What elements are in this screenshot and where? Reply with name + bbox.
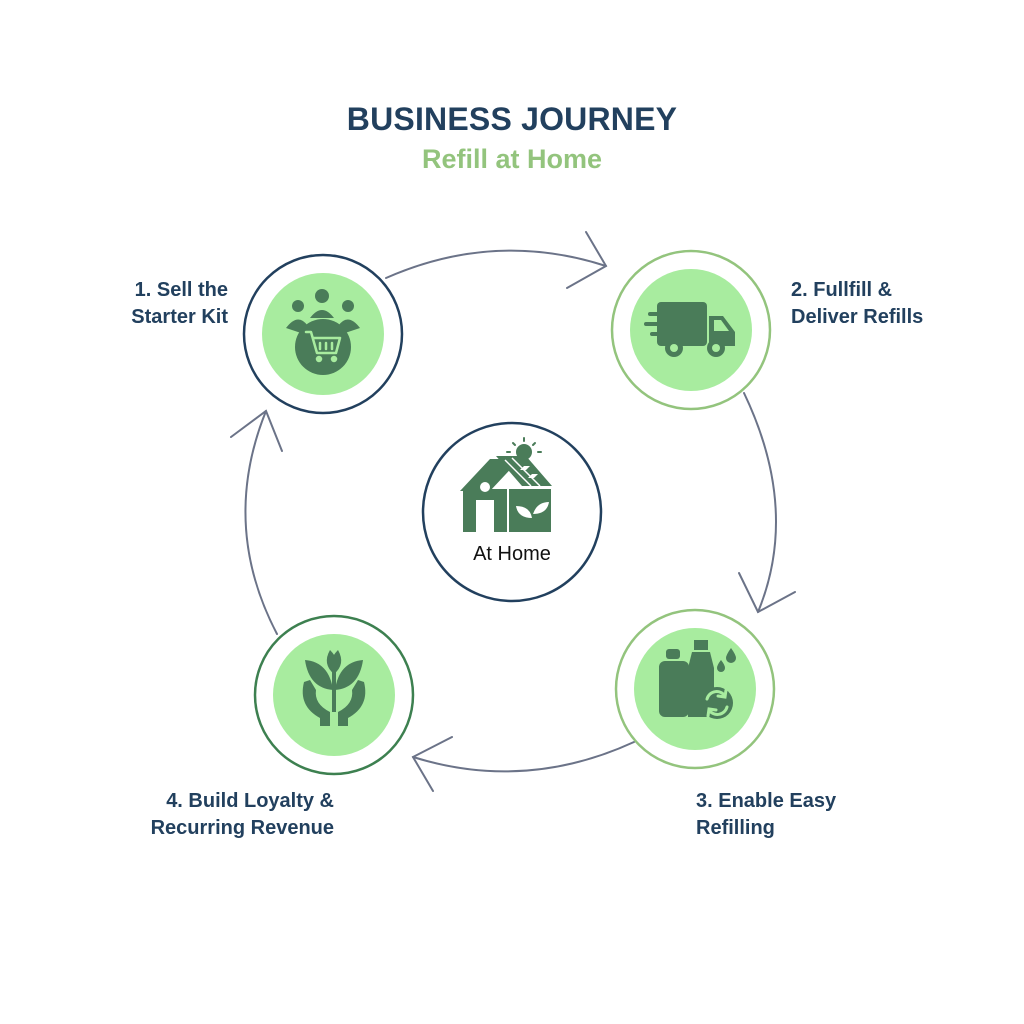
center-node xyxy=(421,421,603,603)
step-3-label-line2: Refilling xyxy=(696,817,775,839)
arrowhead-step1 xyxy=(230,409,283,452)
step-1-node xyxy=(242,253,404,415)
sprout-icon xyxy=(516,502,549,532)
step-4-label-line2: Recurring Revenue xyxy=(150,817,334,839)
step-2-label: 2. Fullfill & Deliver Refills xyxy=(791,277,923,331)
arrow-step2-to-step3 xyxy=(743,392,777,613)
step-4-label-line1: 4. Build Loyalty & xyxy=(166,790,334,812)
arrow-step4-to-step1 xyxy=(244,410,278,635)
step-1-label-line1: 1. Sell the xyxy=(134,279,228,301)
step-2-node xyxy=(610,249,772,411)
cycle-arrows xyxy=(230,231,796,792)
step-3-label-line1: 3. Enable Easy xyxy=(696,790,837,812)
recycle-arrows-icon xyxy=(705,688,729,718)
cart-icon xyxy=(304,330,342,363)
arrowhead-step2 xyxy=(566,231,608,289)
arrow-step1-to-step2 xyxy=(385,249,607,279)
arrowhead-step3 xyxy=(738,572,796,614)
step-1-label: 1. Sell the Starter Kit xyxy=(96,277,228,331)
page-subtitle: Refill at Home xyxy=(421,144,603,174)
customers-cart-icon xyxy=(286,289,360,375)
arrow-step3-to-step4 xyxy=(412,741,635,773)
step-2-label-line1: 2. Fullfill & xyxy=(791,279,893,301)
hands-plant-icon xyxy=(302,650,366,726)
center-label: At Home xyxy=(473,543,551,565)
page-title: BUSINESS JOURNEY xyxy=(346,101,678,137)
arrowhead-step4 xyxy=(411,736,453,792)
step-4-node xyxy=(253,614,415,776)
step-3-label: 3. Enable Easy Refilling xyxy=(696,788,836,842)
step-2-label-line2: Deliver Refills xyxy=(791,306,924,328)
step-1-label-line2: Starter Kit xyxy=(131,306,228,328)
step-3-node xyxy=(614,608,776,770)
step-4-label: 4. Build Loyalty & Recurring Revenue xyxy=(100,788,334,842)
